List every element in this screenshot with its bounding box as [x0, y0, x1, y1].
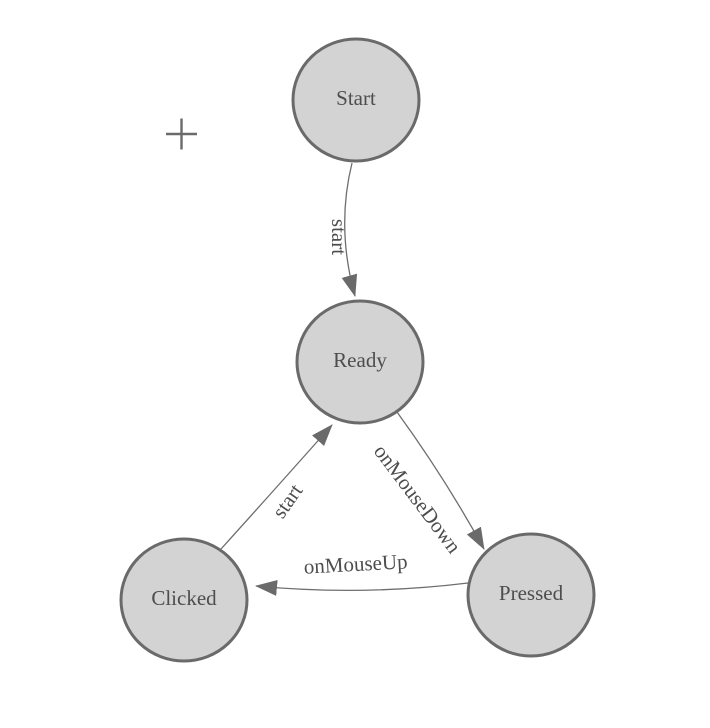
edge-label-start-left: start	[267, 479, 307, 523]
edge-label-onmouseup: onMouseUp	[303, 549, 408, 578]
edge-label-onmousedown: onMouseDown	[369, 440, 466, 558]
edges-layer	[220, 162, 485, 596]
node-pressed-label: Pressed	[499, 581, 564, 605]
node-start-label: Start	[336, 86, 376, 110]
node-pressed[interactable]: Pressed	[466, 532, 596, 658]
node-start-circle	[291, 37, 421, 163]
edge-clicked-to-ready[interactable]	[220, 424, 333, 550]
edge-start-to-ready[interactable]	[341, 162, 358, 297]
edge-label-start-top: start	[327, 219, 351, 255]
node-ready[interactable]: Ready	[295, 299, 425, 425]
node-ready-label: Ready	[333, 348, 387, 372]
node-clicked-label: Clicked	[151, 586, 217, 610]
node-start[interactable]: Start	[291, 37, 421, 163]
node-pressed-circle	[466, 532, 596, 658]
edge-pressed-to-clicked[interactable]	[255, 580, 469, 596]
crosshair-icon	[166, 118, 197, 150]
node-clicked[interactable]: Clicked	[119, 537, 249, 663]
edge-ready-to-pressed[interactable]	[396, 411, 485, 550]
node-clicked-circle	[119, 537, 249, 663]
node-ready-circle	[295, 299, 425, 425]
